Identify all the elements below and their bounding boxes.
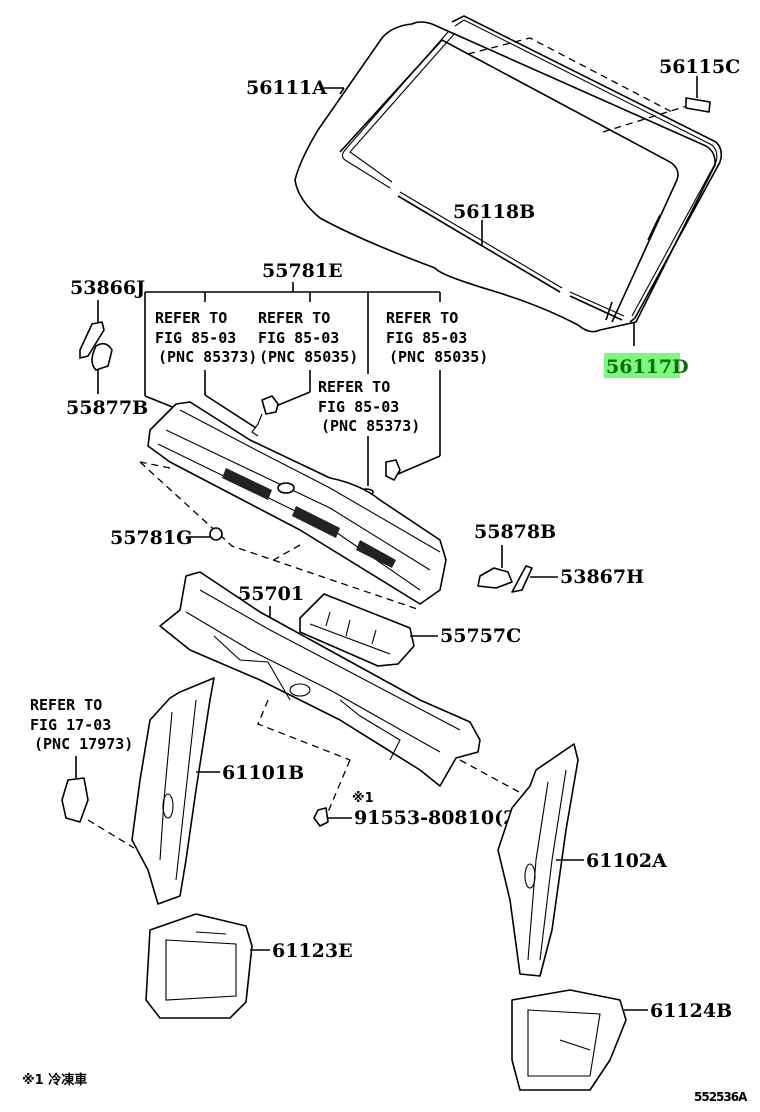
label-61124B[interactable]: 61124B	[650, 1000, 732, 1022]
reference-85035-b[interactable]: REFER TO FIG 85-03 (PNC 85035)	[386, 309, 488, 366]
cowl-side-panel-right-drawing	[511, 989, 627, 1091]
label-61102A[interactable]: 61102A	[586, 850, 667, 872]
reference-17973[interactable]: REFER TO FIG 17-03 (PNC 17973)	[30, 696, 133, 753]
front-pillar-right-drawing	[497, 743, 579, 977]
label-53866J[interactable]: 53866J	[70, 277, 145, 299]
label-55757C[interactable]: 55757C	[440, 625, 521, 647]
svg-text:REFER TO: REFER TO	[386, 309, 458, 327]
svg-text:FIG 85-03: FIG 85-03	[155, 329, 236, 347]
svg-text:REFER TO: REFER TO	[30, 696, 102, 714]
label-55781G[interactable]: 55781G	[110, 527, 192, 549]
reference-85035-a[interactable]: REFER TO FIG 85-03 (PNC 85035)	[258, 309, 358, 366]
figure-code: 552536A	[694, 1090, 748, 1104]
front-pillar-left-drawing	[131, 677, 215, 905]
svg-text:(PNC 85035): (PNC 85035)	[259, 348, 358, 366]
label-55877B[interactable]: 55877B	[66, 397, 148, 419]
label-61101B[interactable]: 61101B	[222, 762, 304, 784]
clip-drawing	[209, 527, 223, 541]
cowl-side-panel-left-drawing	[145, 913, 253, 1019]
svg-text:(PNC 85035): (PNC 85035)	[389, 348, 488, 366]
svg-text:REFER TO: REFER TO	[318, 378, 390, 396]
svg-text:FIG 85-03: FIG 85-03	[258, 329, 339, 347]
cowl-cover-r-drawing	[477, 567, 513, 589]
cowl-panel-inner-drawing	[299, 593, 415, 667]
svg-text:REFER TO: REFER TO	[258, 309, 330, 327]
reference-85373-a[interactable]: REFER TO FIG 85-03 (PNC 85373)	[155, 309, 257, 366]
label-53867H[interactable]: 53867H	[560, 566, 644, 588]
svg-text:FIG 17-03: FIG 17-03	[30, 716, 111, 734]
bolt-note-marker: ※1	[352, 791, 374, 806]
cowl-panel-drawing	[159, 571, 531, 813]
footnote: ※1 冷凍車	[22, 1072, 87, 1088]
label-56117D[interactable]: 56117D	[606, 356, 689, 378]
cowl-side-cover-drawing	[91, 342, 113, 371]
label-56118B[interactable]: 56118B	[453, 201, 535, 223]
bolt-drawing	[313, 807, 329, 827]
pillar-bracket-drawing	[61, 777, 89, 823]
reference-85373-b[interactable]: REFER TO FIG 85-03 (PNC 85373)	[318, 378, 420, 435]
svg-text:FIG 85-03: FIG 85-03	[318, 398, 399, 416]
label-91553-80810[interactable]: 91553-80810(2)	[354, 807, 525, 829]
hood-seal-drawing	[79, 321, 105, 359]
svg-text:(PNC 85373): (PNC 85373)	[321, 417, 420, 435]
label-55878B[interactable]: 55878B	[474, 521, 556, 543]
label-55701[interactable]: 55701	[238, 583, 304, 605]
label-56111A[interactable]: 56111A	[246, 77, 327, 99]
cowl-louver-bracket-lines	[144, 282, 441, 486]
label-56115C[interactable]: 56115C	[659, 56, 740, 78]
hood-seal-r-drawing	[511, 565, 533, 593]
highlight-56117D	[604, 353, 680, 378]
svg-text:(PNC 17973): (PNC 17973)	[34, 735, 133, 753]
label-61123E[interactable]: 61123E	[272, 940, 353, 962]
svg-text:(PNC 85373): (PNC 85373)	[158, 348, 257, 366]
cowl-louver-drawing	[139, 401, 447, 611]
label-55781E[interactable]: 55781E	[262, 260, 343, 282]
windshield-glass-drawing	[294, 15, 723, 333]
svg-text:REFER TO: REFER TO	[155, 309, 227, 327]
svg-text:FIG 85-03: FIG 85-03	[386, 329, 467, 347]
